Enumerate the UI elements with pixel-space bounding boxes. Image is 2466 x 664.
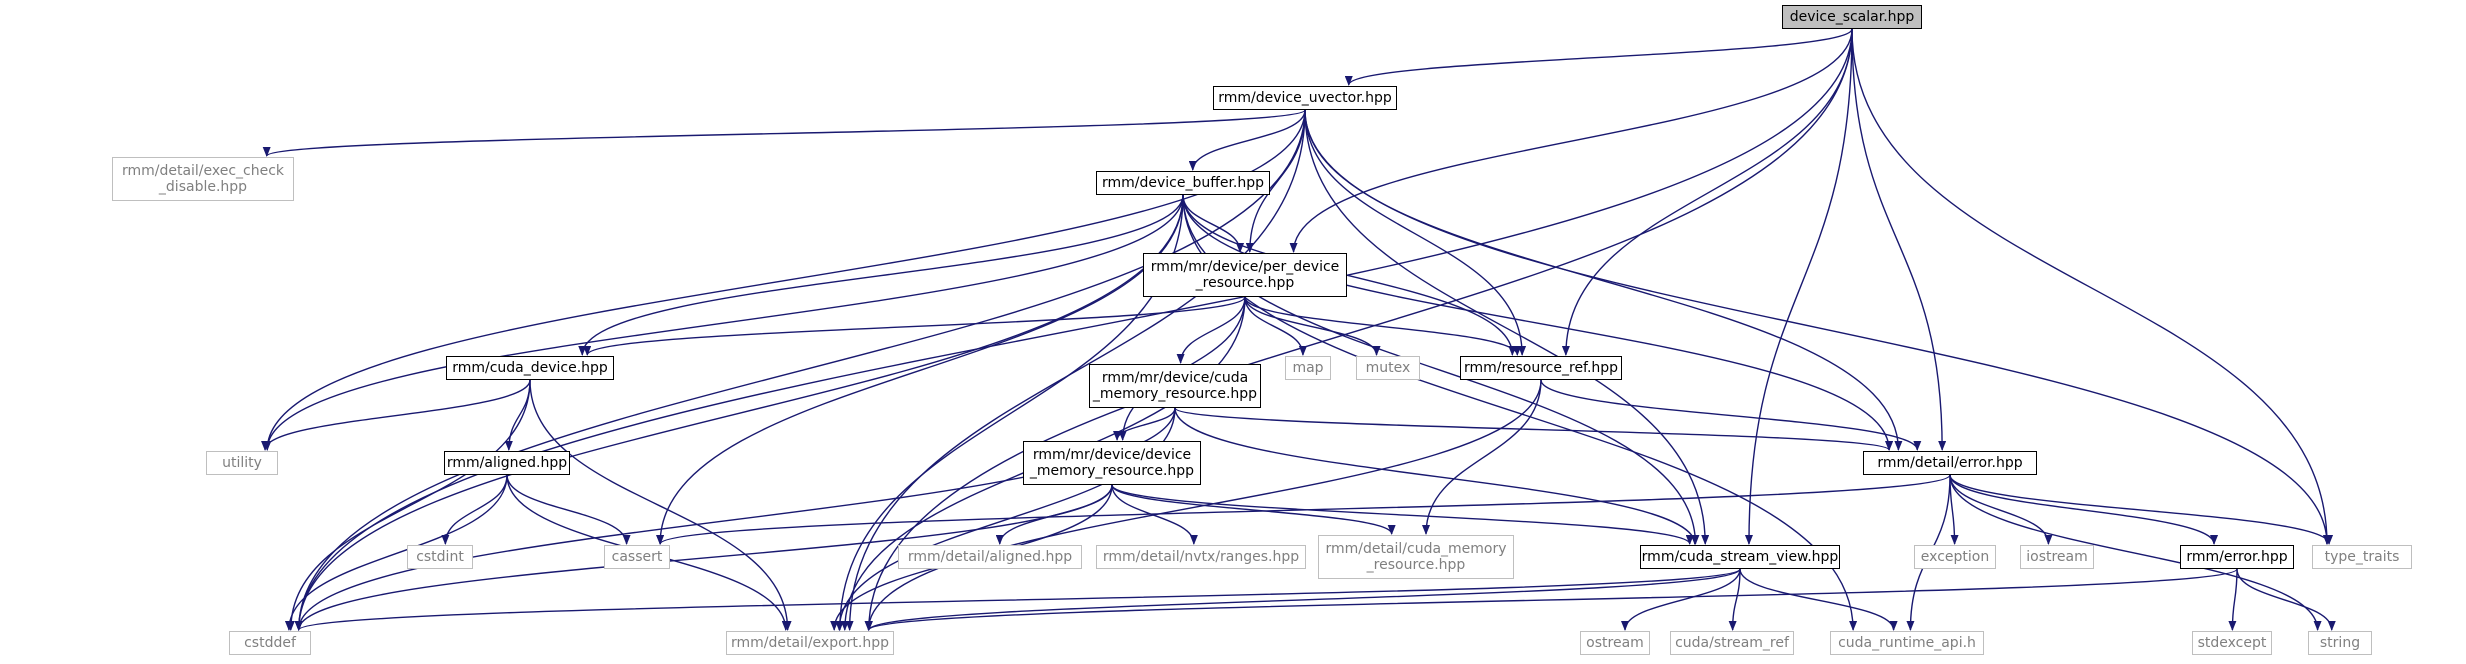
edge-per-device-to-resource-ref (1244, 296, 1522, 356)
node-type-traits[interactable]: type_traits (2312, 545, 2412, 569)
edge-cuda-device-to-export (529, 379, 792, 631)
node-string[interactable]: string (2308, 631, 2372, 655)
edge-device-buffer-to-detail-error (1182, 194, 1894, 451)
edge-device-buffer-to-utility (263, 194, 1184, 451)
edge-device-uvector-to-cstddef (294, 109, 1306, 631)
edge-detail-error-to-type-traits (1949, 474, 2333, 545)
edge-dev-memres-to-nvtx (1111, 484, 1198, 545)
edge-device-scalar-to-export (864, 28, 1853, 631)
node-utility[interactable]: utility (206, 451, 278, 475)
edge-stream-view-to-cstddef (295, 568, 1741, 631)
edge-device-uvector-to-device-buffer (1188, 109, 1306, 171)
node-device-scalar[interactable]: device_scalar.hpp (1782, 5, 1922, 29)
edge-aligned-to-cstddef (284, 474, 508, 631)
edge-device-uvector-to-stream-view (1304, 109, 1710, 545)
edge-error-to-stdexcept (2228, 568, 2238, 631)
node-stream-view[interactable]: rmm/cuda_stream_view.hpp (1640, 545, 1840, 569)
edge-device-scalar-to-stream-view (1744, 28, 1853, 545)
edge-cuda-memres-to-dev-memres (1113, 407, 1176, 441)
node-per-device[interactable]: rmm/mr/device/per_device _resource.hpp (1143, 253, 1347, 297)
edge-device-uvector-to-type-traits (1304, 109, 2331, 545)
node-aligned[interactable]: rmm/aligned.hpp (444, 451, 570, 475)
node-stdexcept[interactable]: stdexcept (2192, 631, 2272, 655)
node-mutex[interactable]: mutex (1356, 356, 1420, 380)
node-resource-ref[interactable]: rmm/resource_ref.hpp (1460, 356, 1622, 380)
edge-device-scalar-to-type-traits (1851, 28, 2331, 545)
edge-dev-memres-to-cstddef (294, 484, 1113, 631)
node-nvtx[interactable]: rmm/detail/nvtx/ranges.hpp (1096, 545, 1306, 569)
edge-per-device-to-cuda-device (583, 296, 1246, 356)
edge-aligned-to-cassert (506, 474, 631, 545)
edge-detail-error-to-iostream (1949, 474, 2053, 545)
node-cassert[interactable]: cassert (604, 545, 670, 569)
node-detail-error[interactable]: rmm/detail/error.hpp (1863, 451, 2037, 475)
node-device-uvector[interactable]: rmm/device_uvector.hpp (1213, 86, 1397, 110)
edge-device-buffer-to-resource-ref (1182, 194, 1517, 356)
node-cuda-device[interactable]: rmm/cuda_device.hpp (446, 356, 614, 380)
edge-device-buffer-to-cuda-device (578, 194, 1184, 356)
edge-device-scalar-to-detail-error (1851, 28, 1947, 451)
node-cuda-mem-detail[interactable]: rmm/detail/cuda_memory _resource.hpp (1318, 535, 1514, 579)
edge-device-scalar-to-device-uvector (1344, 28, 1853, 86)
node-dev-memres[interactable]: rmm/mr/device/device _memory_resource.hp… (1023, 441, 1201, 485)
edge-device-uvector-to-export (845, 109, 1306, 631)
edge-cuda-device-to-cstddef (286, 379, 531, 631)
node-detail-aligned[interactable]: rmm/detail/aligned.hpp (898, 545, 1082, 569)
node-exec-check[interactable]: rmm/detail/exec_check _disable.hpp (112, 157, 294, 201)
node-export[interactable]: rmm/detail/export.hpp (726, 631, 894, 655)
edge-error-to-export (865, 568, 2238, 631)
edge-device-uvector-to-resource-ref (1304, 109, 1527, 356)
edge-cuda-device-to-utility (261, 379, 531, 451)
edge-cuda-memres-to-stream-view (1174, 407, 1699, 545)
edge-resource-ref-to-detail-error (1540, 379, 1922, 451)
node-cuda-runtime[interactable]: cuda_runtime_api.h (1830, 631, 1984, 655)
node-exception[interactable]: exception (1914, 545, 1996, 569)
node-map[interactable]: map (1285, 356, 1331, 380)
node-ostream[interactable]: ostream (1580, 631, 1650, 655)
node-cuda-memres[interactable]: rmm/mr/device/cuda _memory_resource.hpp (1089, 364, 1261, 408)
edge-resource-ref-to-cuda-mem-detail (1422, 379, 1542, 535)
edge-per-device-to-map (1244, 296, 1307, 356)
edge-device-uvector-to-exec-check (263, 109, 1306, 157)
edge-device-buffer-to-cstddef (294, 194, 1184, 631)
edge-device-scalar-to-cstddef (294, 28, 1853, 631)
node-stream-ref[interactable]: cuda/stream_ref (1670, 631, 1794, 655)
edge-device-scalar-to-per-device (1289, 28, 1853, 253)
edge-detail-error-to-error (1949, 474, 2218, 545)
edge-per-device-to-cuda-memres (1176, 296, 1246, 364)
node-cstdint[interactable]: cstdint (407, 545, 473, 569)
node-iostream[interactable]: iostream (2020, 545, 2094, 569)
edge-dev-memres-to-cuda-mem-detail (1111, 484, 1396, 535)
edge-detail-error-to-cassert (656, 474, 1951, 545)
edge-dev-memres-to-stream-view (1111, 484, 1694, 545)
node-cstddef[interactable]: cstddef (229, 631, 311, 655)
edge-stream-view-to-cuda-runtime (1739, 568, 1898, 631)
node-device-buffer[interactable]: rmm/device_buffer.hpp (1096, 171, 1270, 195)
edge-device-scalar-to-resource-ref (1561, 28, 1853, 356)
edge-stream-view-to-export (865, 568, 1741, 631)
edge-cuda-memres-to-detail-error (1174, 407, 1893, 451)
edge-stream-view-to-ostream (1621, 568, 1741, 631)
node-error[interactable]: rmm/error.hpp (2180, 545, 2294, 569)
edge-stream-view-to-stream-ref (1728, 568, 1741, 631)
edge-per-device-to-mutex (1244, 296, 1381, 356)
edge-detail-error-to-string (1949, 474, 2322, 631)
edge-error-to-string (2236, 568, 2336, 631)
